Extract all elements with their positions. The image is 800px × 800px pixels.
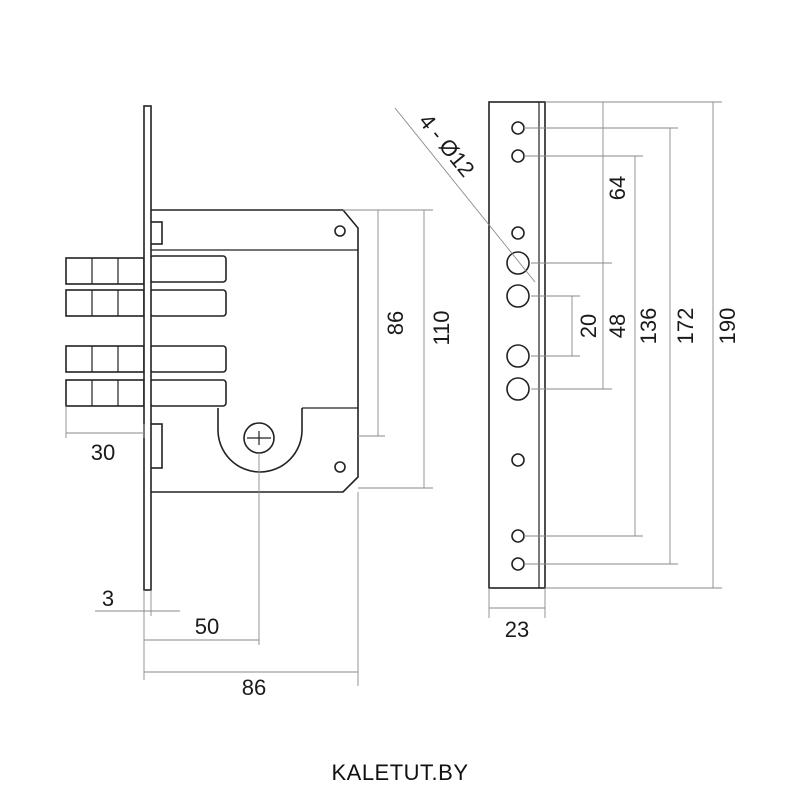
bolt-hole-3 xyxy=(506,344,530,368)
mount-hole-4 xyxy=(511,453,525,467)
faceplate-side xyxy=(143,105,152,591)
bolt-channel-4 xyxy=(149,379,227,407)
lock-side-view xyxy=(65,105,359,591)
mount-hole-6 xyxy=(511,557,525,571)
mount-hole-2 xyxy=(511,149,525,163)
mount-hole-3 xyxy=(511,226,525,240)
bolt-channel-1 xyxy=(149,255,227,283)
dim-faceplate-width: 23 xyxy=(505,617,529,642)
dim-holes-label: 4 - Ø12 xyxy=(414,109,480,182)
dim-body-width: 86 xyxy=(242,675,266,700)
dim-spacing-64: 64 xyxy=(605,176,630,200)
bolt-3 xyxy=(65,345,145,373)
dim-spacing-190: 190 xyxy=(715,308,740,345)
side-view-dimensions: 86 110 30 3 50 86 xyxy=(65,209,454,700)
dim-backset: 50 xyxy=(195,614,219,639)
bolt-2 xyxy=(65,289,145,317)
bracket-bottom xyxy=(149,423,163,469)
dim-bolt-throw: 30 xyxy=(91,440,115,465)
bolt-channel-3 xyxy=(149,345,227,373)
dim-body-height: 110 xyxy=(429,310,454,345)
bolt-4 xyxy=(65,379,145,407)
dim-spacing-48: 48 xyxy=(605,314,630,338)
mount-hole-1 xyxy=(511,121,525,135)
dim-spacing-20: 20 xyxy=(576,314,601,338)
cylinder-cross-icon xyxy=(247,431,271,445)
bolt-group xyxy=(65,257,145,407)
bolt-hole-4 xyxy=(506,377,530,401)
body-screw-hole-top xyxy=(334,225,346,237)
bolt-channel-2 xyxy=(149,289,227,317)
mount-hole-5 xyxy=(511,529,525,543)
front-view-dimensions: 4 - Ø12 20 64 48 136 172 190 23 xyxy=(394,101,740,642)
bolt-hole-2 xyxy=(506,284,530,308)
dim-spacing-136: 136 xyxy=(636,308,661,345)
bracket-top xyxy=(149,221,163,245)
faceplate-front-view xyxy=(488,101,546,589)
bolt-1 xyxy=(65,257,145,285)
body-screw-hole-bottom xyxy=(334,461,346,473)
dim-side-height: 86 xyxy=(383,311,408,335)
dim-spacing-172: 172 xyxy=(673,308,698,345)
bolt-hole-1 xyxy=(506,251,530,275)
brand-watermark: KALETUT.BY xyxy=(331,760,469,785)
dim-faceplate-thickness: 3 xyxy=(102,586,114,611)
